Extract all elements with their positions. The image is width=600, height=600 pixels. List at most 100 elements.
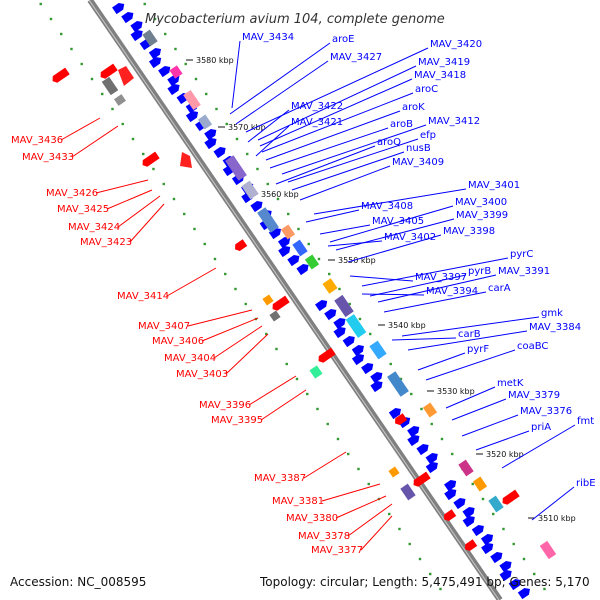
plus-label-connector: [335, 218, 455, 251]
plus-label-connector: [229, 42, 331, 115]
tick-dot: [235, 137, 239, 141]
plus-gene-arrow: [490, 552, 503, 564]
plus-label-connector: [531, 486, 575, 521]
tick-dot: [131, 137, 135, 141]
tick-dot: [172, 197, 176, 201]
plus-gene-arrow: [204, 138, 217, 150]
feature-blocks: [101, 29, 557, 560]
plus-gene-label: pyrB: [468, 266, 491, 277]
plus-label-connector: [305, 209, 360, 223]
plus-gene-label: priA: [531, 422, 551, 433]
tick-dot: [307, 242, 310, 246]
minus-gene-label: MAV_3377: [311, 545, 363, 556]
minus-label-connector: [213, 325, 263, 359]
minus-gene-arrow: [100, 63, 118, 79]
plus-gene-arrow: [324, 309, 337, 321]
tick-dot: [224, 272, 227, 276]
minus-gene-label: MAV_3426: [46, 188, 98, 199]
minus-gene-label: MAV_3425: [57, 204, 109, 215]
plus-label-connector: [391, 337, 457, 341]
plus-label-connector: [319, 224, 371, 235]
feature-block: [369, 340, 387, 360]
minus-gene-arrow: [142, 151, 160, 167]
minus-gene-label: MAV_3423: [80, 237, 132, 248]
tick-dot: [70, 47, 73, 51]
plus-gene-arrow: [499, 570, 512, 582]
minus-strand-features: [52, 63, 520, 551]
feature-block: [400, 483, 416, 501]
plus-label-connector: [313, 188, 467, 215]
plus-gene-label: fmt: [577, 416, 594, 427]
plus-gene-arrow: [462, 516, 475, 528]
minus-gene-label: MAV_3378: [298, 531, 350, 542]
feature-block: [292, 239, 308, 257]
tick-dot: [388, 512, 391, 516]
feature-block: [309, 365, 323, 379]
plus-gene-label: MAV_3434: [242, 32, 294, 43]
minus-label-connector: [117, 195, 161, 228]
kbp-tick-label: 3520 kbp: [486, 450, 524, 459]
plus-gene-label: MAV_3408: [361, 201, 413, 212]
tick-dot: [297, 227, 300, 231]
tick-dot: [440, 437, 444, 441]
feature-block: [280, 224, 296, 240]
minus-gene-label: MAV_3395: [211, 415, 263, 426]
plus-gene-label: nusB: [406, 143, 431, 154]
minus-gene-label: MAV_3380: [286, 513, 338, 524]
feature-block: [169, 65, 183, 79]
feature-block: [183, 90, 201, 110]
feature-block: [458, 459, 474, 477]
tick-dot: [306, 392, 309, 396]
minus-gene-arrow: [318, 347, 336, 363]
minus-label-connector: [106, 189, 153, 210]
feature-block: [472, 476, 488, 492]
plus-gene-arrow: [361, 363, 374, 375]
tick-dot: [420, 407, 423, 411]
feature-block: [114, 94, 126, 106]
minus-gene-arrow: [413, 471, 431, 487]
plus-gene-label: aroC: [415, 84, 438, 95]
plus-gene-label: ribE: [576, 478, 596, 489]
tick-dot: [213, 257, 217, 261]
tick-dot: [205, 92, 208, 96]
minus-label-connectors: [60, 117, 393, 551]
plus-gene-label: pyrF: [467, 344, 489, 355]
plus-gene-arrow: [213, 147, 226, 159]
tick-dot: [439, 587, 442, 591]
tick-dot: [533, 572, 536, 576]
minus-gene-label: MAV_3406: [152, 336, 204, 347]
kbp-tick-label: 3570 kbp: [228, 123, 266, 132]
tick-dot: [153, 17, 157, 21]
kbp-tick-label: 3550 kbp: [338, 256, 376, 265]
backbone-line: [87, 0, 503, 600]
minus-gene-block: [180, 152, 192, 168]
plus-gene-arrow: [517, 588, 530, 600]
tick-dot: [418, 557, 422, 561]
kbp-tick-label: 3530 kbp: [437, 387, 475, 396]
minus-label-connector: [60, 117, 101, 141]
feature-block: [142, 29, 158, 47]
feature-block: [539, 540, 557, 560]
plus-gene-label: MAV_3397: [415, 272, 467, 283]
minus-label-connector: [260, 389, 307, 421]
plus-gene-arrow: [333, 318, 346, 330]
minus-strand-labels: MAV_3436MAV_3433MAV_3426MAV_3425MAV_3424…: [11, 135, 363, 556]
plus-gene-arrow: [462, 507, 475, 519]
plus-label-connector: [369, 274, 467, 297]
plus-gene-label: MAV_3401: [468, 180, 520, 191]
plus-gene-arrow: [453, 498, 466, 510]
plus-gene-label: coaBC: [517, 341, 548, 352]
plus-gene-label: MAV_3422: [291, 101, 343, 112]
plus-gene-label: MAV_3409: [392, 157, 444, 168]
tick-dot: [502, 527, 505, 531]
plus-label-connector: [383, 291, 487, 313]
feature-block: [262, 294, 274, 306]
tick-dot: [60, 32, 63, 36]
feature-block: [334, 294, 354, 318]
minus-label-connector: [129, 203, 165, 243]
minus-gene-label: MAV_3404: [164, 353, 216, 364]
plus-label-connector: [299, 165, 391, 201]
tick-dot: [215, 107, 218, 111]
tick-dot: [143, 2, 146, 6]
